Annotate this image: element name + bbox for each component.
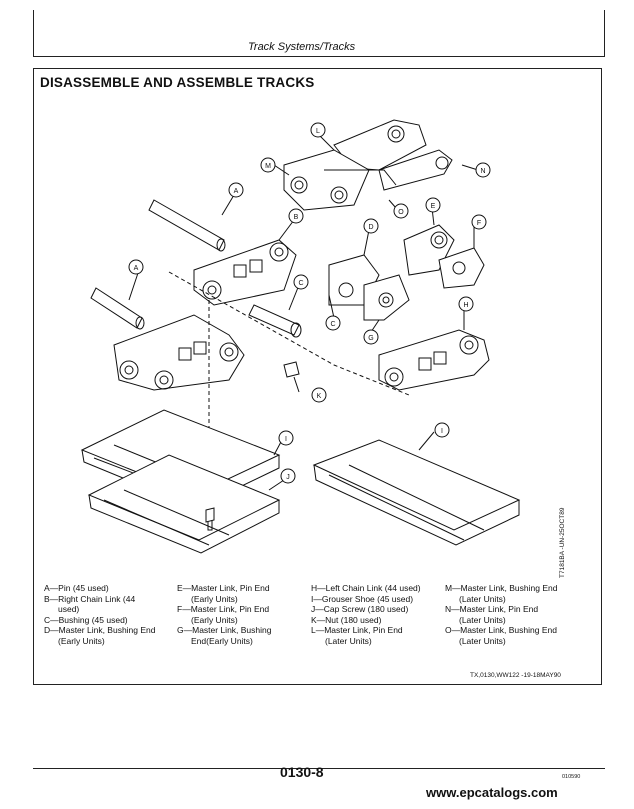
callout-k: K: [311, 387, 327, 403]
svg-text:A: A: [234, 188, 239, 195]
callout-a-upper: A: [228, 182, 244, 198]
callout-a-lower: A: [128, 259, 144, 275]
svg-text:H: H: [463, 302, 468, 309]
legend-item: N—Master Link, Pin End(Later Units): [445, 604, 539, 625]
cap-screw: [205, 507, 215, 531]
content-frame: [33, 68, 602, 685]
svg-text:N: N: [480, 168, 485, 175]
legend-item: M—Master Link, Bushing End(Later Units): [445, 583, 558, 604]
callout-l: L: [310, 122, 326, 138]
svg-text:J: J: [286, 474, 290, 481]
callout-c-lower: C: [325, 315, 341, 331]
footer-rule: [33, 768, 605, 769]
master-link-early-f: [438, 247, 485, 289]
legend-item: F—Master Link, Pin End(Early Units): [177, 604, 270, 625]
callout-d: D: [363, 218, 379, 234]
svg-text:M: M: [265, 163, 271, 170]
legend-column-3: H—Left Chain Link (44 used) I—Grouser Sh…: [311, 583, 421, 646]
pin-upper: [148, 199, 226, 252]
pin-lower: [90, 287, 145, 330]
grouser-shoe-right: [312, 439, 521, 546]
legend-item: K—Nut (180 used): [311, 614, 382, 625]
callout-o: O: [393, 203, 409, 219]
footer-small-code: 010590: [562, 774, 581, 780]
figure-side-code: T7181BA -UN-25OCT89: [559, 507, 566, 578]
svg-text:I: I: [441, 428, 443, 435]
callout-j: J: [280, 468, 296, 484]
legend-item: E—Master Link, Pin End(Early Units): [177, 583, 270, 604]
legend-item: J—Cap Screw (180 used): [311, 604, 409, 614]
svg-text:I: I: [285, 436, 287, 443]
callout-i-left: I: [278, 430, 294, 446]
legend-item: I—Grouser Shoe (45 used): [311, 593, 414, 604]
header-rule-bottom: [33, 56, 605, 57]
exploded-track-diagram: L M N O A B D E F A C C G H K I I J: [80, 119, 521, 554]
svg-text:C: C: [330, 321, 335, 328]
watermark: www.epcatalogs.com: [426, 785, 558, 800]
legend-column-4: M—Master Link, Bushing End(Later Units) …: [445, 583, 557, 646]
svg-text:F: F: [477, 220, 481, 227]
svg-text:B: B: [294, 214, 299, 221]
svg-text:K: K: [317, 393, 322, 400]
bushing: [248, 304, 302, 338]
callout-i-right: I: [434, 422, 450, 438]
callout-m: M: [260, 157, 276, 173]
master-link-early-d: [328, 254, 410, 321]
callout-e: E: [425, 197, 441, 213]
svg-text:D: D: [368, 224, 373, 231]
svg-text:E: E: [431, 203, 436, 210]
left-chain-assembly: [113, 314, 245, 391]
grouser-shoe-left-lower: [87, 454, 281, 554]
header-rule-left: [33, 10, 34, 56]
right-chain-link: [193, 239, 297, 306]
header-rule-right: [604, 10, 605, 56]
nut: [283, 361, 300, 378]
legend-item: D—Master Link, Bushing End(Early Units): [44, 625, 156, 646]
callout-n: N: [475, 162, 491, 178]
svg-text:O: O: [398, 209, 404, 216]
legend-item: L—Master Link, Pin End(Later Units): [311, 625, 403, 646]
callout-b: B: [288, 208, 304, 224]
left-chain-link: [378, 329, 490, 391]
callout-g: G: [363, 329, 379, 345]
section-title: DISASSEMBLE AND ASSEMBLE TRACKS: [40, 75, 315, 90]
legend-item: C—Bushing (45 used): [44, 614, 128, 625]
document-code: TX,0130,WW122 -19-18MAY90: [470, 672, 561, 679]
legend-column-2: E—Master Link, Pin End(Early Units) F—Ma…: [177, 583, 271, 646]
legend-item: A—Pin (45 used): [44, 583, 109, 593]
svg-text:G: G: [368, 335, 373, 342]
page-number: 0130-8: [280, 764, 324, 780]
callout-c-upper: C: [293, 274, 309, 290]
running-head: Track Systems/Tracks: [248, 41, 356, 53]
svg-text:A: A: [134, 265, 139, 272]
callout-f: F: [471, 214, 487, 230]
legend-item: O—Master Link, Bushing End(Later Units): [445, 625, 557, 646]
svg-text:L: L: [316, 128, 320, 135]
legend-item: H—Left Chain Link (44 used): [311, 583, 421, 593]
callout-h: H: [458, 296, 474, 312]
svg-text:C: C: [298, 280, 303, 287]
